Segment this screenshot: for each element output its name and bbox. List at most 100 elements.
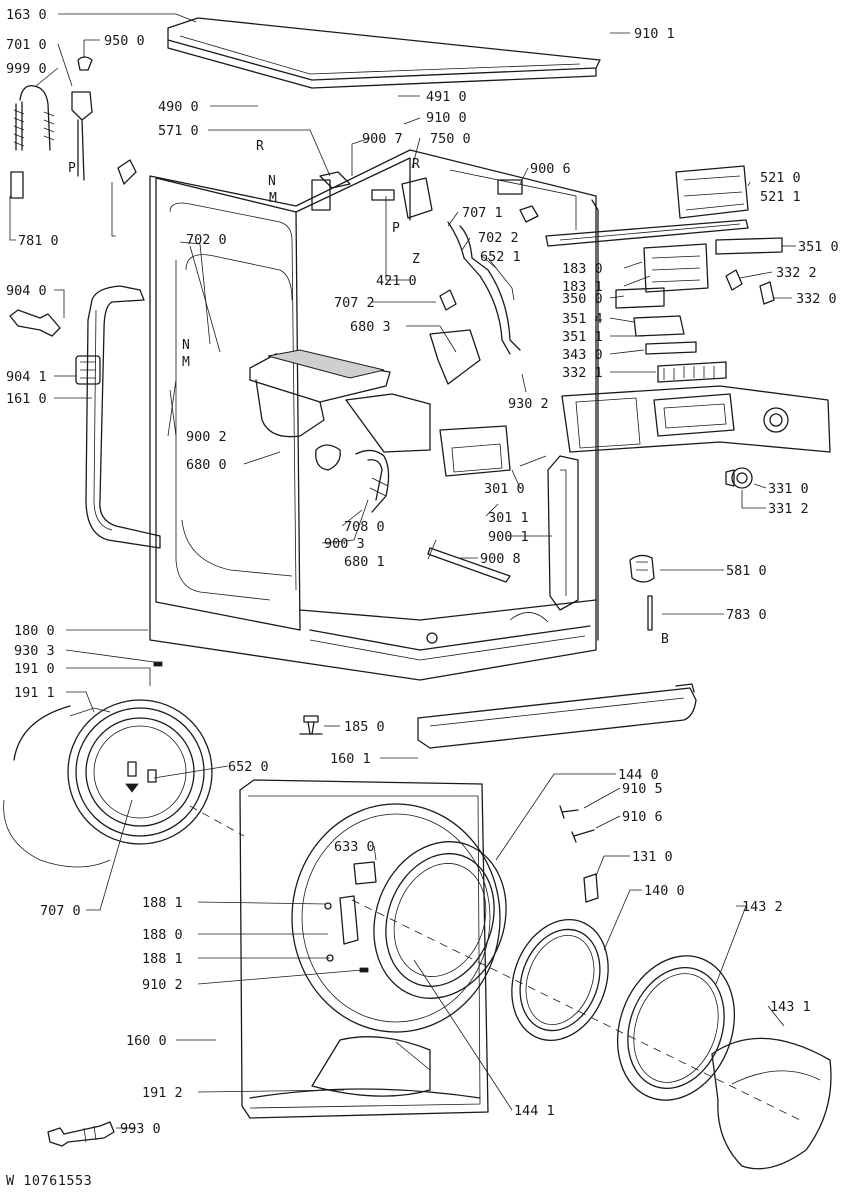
- part-label: 180 0: [14, 623, 55, 639]
- part-label: 910 0: [426, 110, 467, 126]
- part-label: 900 2: [186, 429, 227, 445]
- callout-letter: R: [412, 157, 420, 172]
- part-label: 708 0: [344, 519, 385, 535]
- part-label: 351 1: [562, 329, 603, 345]
- part-label: 161 0: [6, 391, 47, 407]
- top-cover-part: [167, 17, 601, 89]
- part-label: 900 7: [362, 131, 403, 147]
- part-label: 144 0: [618, 767, 659, 783]
- part-label: 343 0: [562, 347, 603, 363]
- part-label: 160 0: [126, 1033, 167, 1049]
- part-label: 904 0: [6, 283, 47, 299]
- part-label: 950 0: [104, 33, 145, 49]
- part-label: 490 0: [158, 99, 199, 115]
- part-label: 910 2: [142, 977, 183, 993]
- door-assembly-part: [3, 699, 213, 868]
- part-label: 188 1: [142, 895, 183, 911]
- callout-letter: M: [182, 355, 190, 370]
- part-label: 904 1: [6, 369, 47, 385]
- part-label: 680 0: [186, 457, 227, 473]
- hose-part: [355, 177, 521, 513]
- part-label: 191 0: [14, 661, 55, 677]
- part-label: 652 1: [480, 249, 521, 265]
- callout-letter: N: [268, 174, 276, 189]
- part-label: 680 3: [350, 319, 391, 335]
- heater-part: [9, 309, 101, 385]
- part-label: 707 2: [334, 295, 375, 311]
- part-label: 581 0: [726, 563, 767, 579]
- part-label: 910 6: [622, 809, 663, 825]
- tub-part: [85, 285, 161, 549]
- part-label: 185 0: [344, 719, 385, 735]
- part-label: 900 8: [480, 551, 521, 567]
- control-electronics-part: [545, 165, 783, 383]
- part-label: 191 2: [142, 1085, 183, 1101]
- part-label: 143 1: [770, 999, 811, 1015]
- part-label: 993 0: [120, 1121, 161, 1137]
- tool-part: [47, 1121, 115, 1147]
- small-hardware-part: [153, 661, 697, 749]
- part-label: 521 0: [760, 170, 801, 186]
- part-label: 491 0: [426, 89, 467, 105]
- part-label: 183 0: [562, 261, 603, 277]
- part-label: 930 2: [508, 396, 549, 412]
- part-label: 900 3: [324, 536, 365, 552]
- part-label: 301 1: [488, 510, 529, 526]
- part-label: 188 1: [142, 951, 183, 967]
- part-label: 332 1: [562, 365, 603, 381]
- part-label: 900 6: [530, 161, 571, 177]
- part-label: 188 0: [142, 927, 183, 943]
- part-label: 783 0: [726, 607, 767, 623]
- door-ring-part: [373, 805, 832, 1170]
- part-label: 930 3: [14, 643, 55, 659]
- callout-letter: B: [661, 632, 669, 647]
- part-label-layer: 163 0 701 0 950 0 999 0 910 1 490 0 491 …: [6, 7, 839, 1137]
- part-label: 702 2: [478, 230, 519, 246]
- part-label: 702 0: [186, 232, 227, 248]
- axis-line: [189, 805, 245, 837]
- callout-letter: Z: [412, 252, 420, 267]
- part-label: 140 0: [644, 883, 685, 899]
- part-label: 910 1: [634, 26, 675, 42]
- part-label: 999 0: [6, 61, 47, 77]
- part-label: 301 0: [484, 481, 525, 497]
- part-label: 707 1: [462, 205, 503, 221]
- callout-letter: P: [68, 161, 76, 176]
- callout-letter: R: [256, 139, 264, 154]
- callout-letter: M: [269, 191, 277, 206]
- part-label: 351 4: [562, 311, 603, 327]
- part-label: 351 0: [798, 239, 839, 255]
- part-label: 191 1: [14, 685, 55, 701]
- leader-lines: [9, 13, 796, 1129]
- part-label: 701 0: [6, 37, 47, 53]
- drawing-layer: [3, 17, 832, 1170]
- part-label: 521 1: [760, 189, 801, 205]
- part-label: 633 0: [334, 839, 375, 855]
- part-label: 750 0: [430, 131, 471, 147]
- part-label: 160 1: [330, 751, 371, 767]
- callout-letter-layer: R N M P Z R P N M B: [68, 139, 669, 647]
- part-label: 163 0: [6, 7, 47, 23]
- part-label: 680 1: [344, 554, 385, 570]
- part-label: 332 0: [796, 291, 837, 307]
- part-label: 910 5: [622, 781, 663, 797]
- dispenser-part: [249, 329, 511, 477]
- callout-letter: P: [392, 221, 400, 236]
- part-label: 183 1: [562, 279, 603, 295]
- cabinet-part: [149, 149, 599, 681]
- knob-pressure-switch-part: [629, 467, 753, 631]
- part-label: 781 0: [18, 233, 59, 249]
- part-label: 350 0: [562, 291, 603, 307]
- part-label: 421 0: [376, 273, 417, 289]
- part-label: 331 0: [768, 481, 809, 497]
- control-panel-part: [427, 385, 831, 611]
- callout-letter: N: [182, 338, 190, 353]
- part-label: 143 2: [742, 899, 783, 915]
- part-label: 707 0: [40, 903, 81, 919]
- part-label: 332 2: [776, 265, 817, 281]
- part-label: 144 1: [514, 1103, 555, 1119]
- front-panel-part: [239, 779, 501, 1119]
- inlet-hose-part: [10, 56, 137, 237]
- part-label: 652 0: [228, 759, 269, 775]
